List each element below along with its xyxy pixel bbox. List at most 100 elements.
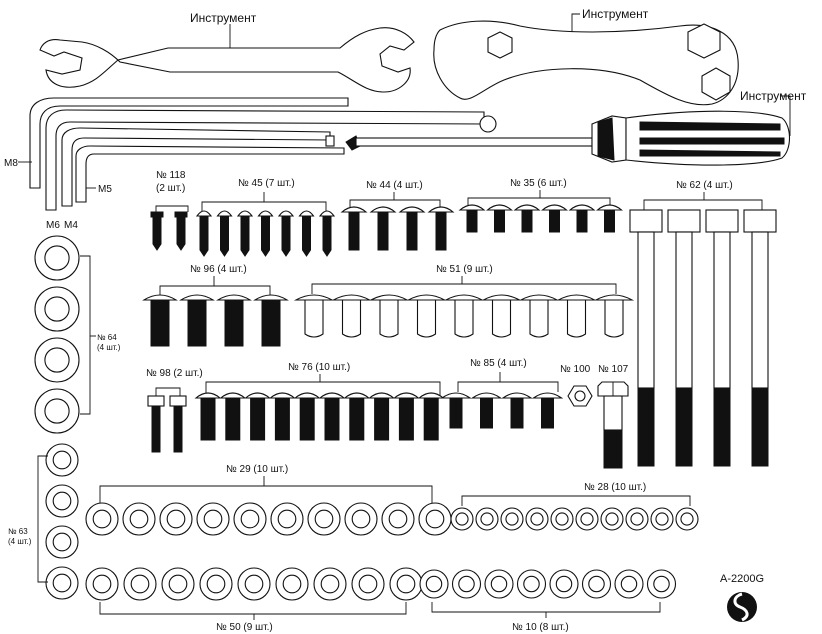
- bolt-62: [705, 209, 739, 467]
- part-44-label: № 44 (4 шт.): [366, 180, 423, 191]
- sleeve-51: [368, 294, 410, 338]
- bolt-76: [392, 392, 420, 441]
- bolt-row-45: [195, 210, 336, 257]
- screw-44: [340, 206, 368, 251]
- part-118-qty: (2 шт.): [156, 183, 185, 194]
- model-code: A-2200G: [720, 573, 764, 585]
- screw-35: [513, 204, 541, 233]
- nut-icon: [567, 385, 593, 407]
- bolt-76: [343, 392, 371, 441]
- part-50-label: № 50 (9 шт.): [216, 622, 273, 633]
- part-96-label: № 96 (4 шт.): [190, 264, 247, 275]
- washer-row-10: [419, 569, 677, 599]
- screwdriver-icon: [345, 95, 791, 166]
- wrench-label-1: Инструмент: [190, 11, 257, 25]
- washer-29: [344, 502, 378, 536]
- washer-28: [675, 507, 699, 531]
- washer-63: [45, 525, 79, 559]
- washer-64: [34, 337, 80, 383]
- washer-10: [516, 569, 547, 599]
- washer-28: [600, 507, 624, 531]
- bolt-row-76: [194, 392, 445, 441]
- part-76-label: № 76 (10 шт.): [288, 362, 350, 373]
- part-98-label: № 98 (2 шт.): [146, 368, 203, 379]
- washer-29: [196, 502, 230, 536]
- part-118-label: № 118: [156, 170, 186, 181]
- screw-45: [195, 210, 213, 257]
- screw-44: [369, 206, 397, 251]
- washer-64: [34, 388, 80, 434]
- washer-column-63: [45, 443, 79, 600]
- screw-35: [568, 204, 596, 233]
- bolt-96: [142, 294, 178, 347]
- bolt-76: [293, 392, 321, 441]
- washer-29: [85, 502, 119, 536]
- washer-50: [313, 567, 347, 601]
- screw-45: [298, 210, 315, 257]
- sleeve-51: [293, 294, 335, 338]
- hex-key-icon: [18, 97, 497, 211]
- bolt-76: [368, 392, 396, 441]
- washer-50: [85, 567, 119, 601]
- washer-50: [351, 567, 385, 601]
- part-51-label: № 51 (9 шт.): [436, 264, 493, 275]
- bolt-107: [597, 381, 629, 469]
- washer-10: [646, 569, 677, 599]
- sleeve-51: [481, 294, 522, 338]
- screw-45: [277, 210, 295, 257]
- washer-63: [45, 443, 79, 477]
- bolt-98-1: [147, 395, 165, 453]
- bolt-96: [216, 294, 252, 347]
- sleeve-51: [443, 294, 485, 338]
- part-10-label: № 10 (8 шт.): [512, 622, 569, 633]
- hex-key-m4-label: M4: [64, 220, 78, 231]
- washer-28: [500, 507, 524, 531]
- bolt-118-2: [174, 211, 188, 251]
- sleeve-51: [331, 294, 372, 338]
- washer-29: [307, 502, 341, 536]
- washer-row-50: [85, 567, 423, 601]
- brand-logo-icon: [727, 592, 757, 622]
- washer-29: [159, 502, 193, 536]
- part-62-label: № 62 (4 шт.): [676, 180, 733, 191]
- hex-key-m6-label: M6: [46, 220, 60, 231]
- washer-28: [525, 507, 549, 531]
- bolt-76: [194, 392, 222, 441]
- hex-key-m8-label: M8: [4, 158, 18, 169]
- bolt-row-96: [142, 294, 289, 347]
- washer-29: [270, 502, 304, 536]
- washer-10: [419, 569, 449, 599]
- bolt-118-1: [150, 211, 164, 251]
- bolt-96: [179, 294, 215, 347]
- bolt-98-2: [169, 395, 187, 453]
- bolt-76: [417, 392, 445, 441]
- washer-28: [625, 507, 649, 531]
- screw-35: [458, 204, 486, 233]
- washer-29: [122, 502, 156, 536]
- bolt-85: [440, 392, 472, 429]
- screw-45: [318, 210, 336, 257]
- bolt-row-51: [293, 294, 635, 338]
- washer-29: [381, 502, 415, 536]
- bolt-row-85: [440, 392, 564, 429]
- hex-wrench-icon: [433, 13, 739, 106]
- part-100-label: № 100: [560, 364, 591, 375]
- washer-63: [45, 566, 79, 600]
- washer-28: [450, 507, 474, 531]
- part-63-qty: (4 шт.): [8, 537, 32, 546]
- washer-10: [581, 569, 612, 599]
- hex-key-m5-label: M5: [98, 184, 112, 195]
- washer-64: [34, 286, 80, 332]
- screw-45: [257, 210, 274, 257]
- part-107-label: № 107: [598, 364, 629, 375]
- washer-10: [614, 569, 644, 599]
- screw-45: [236, 210, 254, 257]
- bolt-96: [253, 294, 289, 347]
- bolt-85: [501, 392, 533, 429]
- sleeve-51: [518, 294, 560, 338]
- bolt-62: [629, 209, 663, 467]
- bolt-row-62: [629, 209, 777, 467]
- washer-10: [484, 569, 514, 599]
